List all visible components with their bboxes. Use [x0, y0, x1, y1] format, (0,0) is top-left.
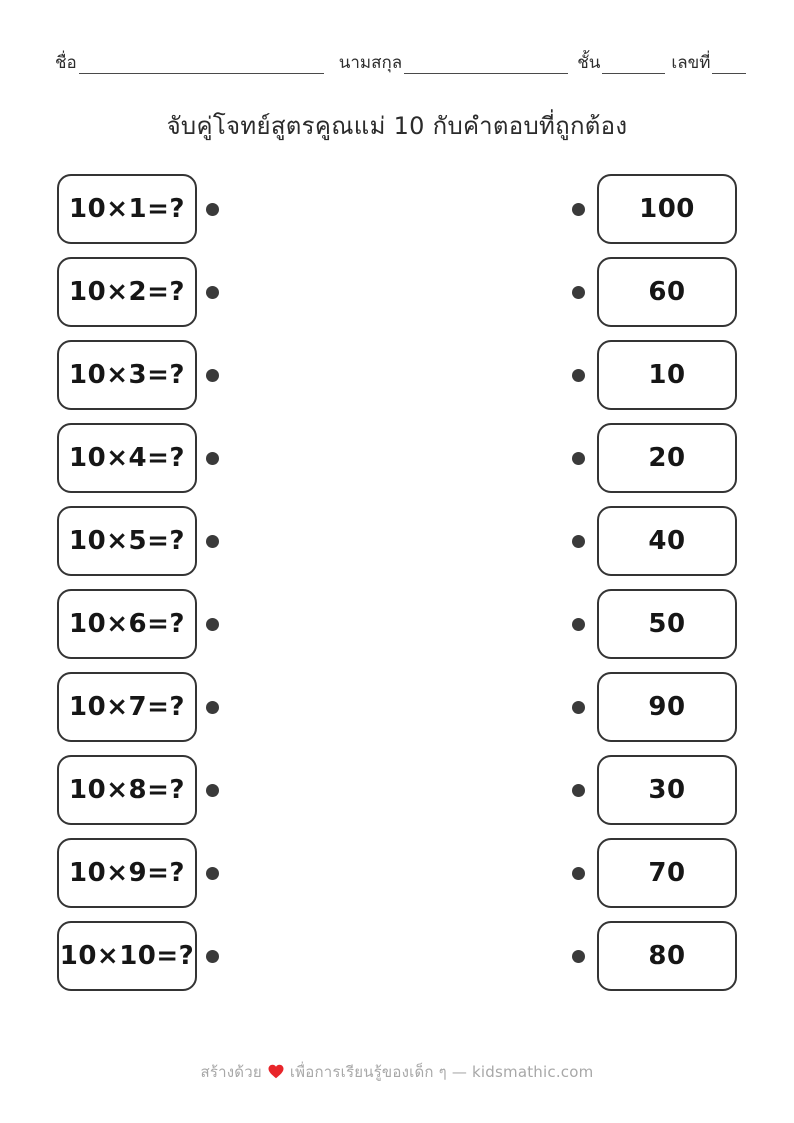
problem-card: 10×2=?: [57, 257, 197, 327]
match-dot-right: [572, 202, 585, 216]
answer-text: 10: [648, 360, 686, 390]
match-dot-right: [572, 534, 585, 548]
match-dot-right: [572, 285, 585, 299]
match-row: 10×3=? 10: [57, 340, 737, 410]
match-dot-right: [572, 617, 585, 631]
match-dot-right: [572, 368, 585, 382]
problem-text: 10×3=?: [69, 360, 185, 390]
answer-card: 40: [597, 506, 737, 576]
match-row: 10×2=? 60: [57, 257, 737, 327]
number-label: เลขที่: [671, 53, 711, 73]
match-dot-left: [206, 451, 219, 465]
match-row: 10×8=? 30: [57, 755, 737, 825]
match-row: 10×1=? 100: [57, 174, 737, 244]
answer-text: 60: [648, 277, 686, 307]
answer-text: 20: [648, 443, 686, 473]
match-dot-right: [572, 866, 585, 880]
problem-text: 10×9=?: [69, 858, 185, 888]
match-row: 10×6=? 50: [57, 589, 737, 659]
match-row: 10×9=? 70: [57, 838, 737, 908]
match-dot-left: [206, 202, 219, 216]
footer-tagline: เพื่อการเรียนรู้ของเด็ก ๆ — kidsmathic.c…: [289, 1063, 594, 1081]
answer-text: 90: [648, 692, 686, 722]
problem-text: 10×5=?: [69, 526, 185, 556]
student-info-header: ชื่อ นามสกุล ชั้น เลขที่: [55, 52, 746, 75]
problem-text: 10×10=?: [59, 941, 195, 971]
answer-card: 60: [597, 257, 737, 327]
match-dot-left: [206, 949, 219, 963]
problem-text: 10×8=?: [69, 775, 185, 805]
problem-text: 10×6=?: [69, 609, 185, 639]
answer-card: 90: [597, 672, 737, 742]
problem-text: 10×1=?: [69, 194, 185, 224]
problem-card: 10×3=?: [57, 340, 197, 410]
name-label: ชื่อ: [55, 53, 77, 73]
problem-text: 10×2=?: [69, 277, 185, 307]
footer-made-with: สร้างด้วย: [200, 1063, 262, 1081]
match-row: 10×7=? 90: [57, 672, 737, 742]
answer-text: 100: [639, 194, 695, 224]
match-dot-left: [206, 534, 219, 548]
match-dot-left: [206, 866, 219, 880]
number-blank-line: [712, 52, 746, 75]
match-dot-left: [206, 285, 219, 299]
answer-card: 50: [597, 589, 737, 659]
answer-text: 40: [648, 526, 686, 556]
match-row: 10×4=? 20: [57, 423, 737, 493]
answer-text: 50: [648, 609, 686, 639]
match-dot-right: [572, 949, 585, 963]
answer-card: 70: [597, 838, 737, 908]
match-dot-right: [572, 451, 585, 465]
match-dot-left: [206, 368, 219, 382]
surname-blank-line: [404, 52, 569, 75]
match-dot-left: [206, 617, 219, 631]
heart-icon: [268, 1064, 284, 1078]
problem-card: 10×6=?: [57, 589, 197, 659]
problem-card: 10×7=?: [57, 672, 197, 742]
problem-card: 10×8=?: [57, 755, 197, 825]
match-dot-left: [206, 700, 219, 714]
matching-area: 10×1=? 100 10×2=? 60 10×3=? 10 10×4=? 20: [57, 174, 737, 1004]
worksheet-title: จับคู่โจทย์สูตรคูณแม่ 10 กับคำตอบที่ถูกต…: [166, 112, 628, 140]
match-dot-right: [572, 700, 585, 714]
name-blank-line: [78, 52, 324, 75]
problem-card: 10×5=?: [57, 506, 197, 576]
answer-text: 70: [648, 858, 686, 888]
answer-card: 100: [597, 174, 737, 244]
class-label: ชั้น: [577, 53, 601, 73]
problem-text: 10×4=?: [69, 443, 185, 473]
answer-card: 30: [597, 755, 737, 825]
surname-label: นามสกุล: [338, 53, 403, 73]
match-row: 10×5=? 40: [57, 506, 737, 576]
answer-card: 10: [597, 340, 737, 410]
problem-card: 10×1=?: [57, 174, 197, 244]
problem-card: 10×9=?: [57, 838, 197, 908]
answer-card: 20: [597, 423, 737, 493]
class-blank-line: [602, 52, 666, 75]
answer-text: 30: [648, 775, 686, 805]
match-dot-right: [572, 783, 585, 797]
footer-credit: สร้างด้วย เพื่อการเรียนรู้ของเด็ก ๆ — kid…: [0, 1060, 794, 1084]
problem-text: 10×7=?: [69, 692, 185, 722]
problem-card: 10×10=?: [57, 921, 197, 991]
match-dot-left: [206, 783, 219, 797]
answer-card: 80: [597, 921, 737, 991]
problem-card: 10×4=?: [57, 423, 197, 493]
match-row: 10×10=? 80: [57, 921, 737, 991]
answer-text: 80: [648, 941, 686, 971]
